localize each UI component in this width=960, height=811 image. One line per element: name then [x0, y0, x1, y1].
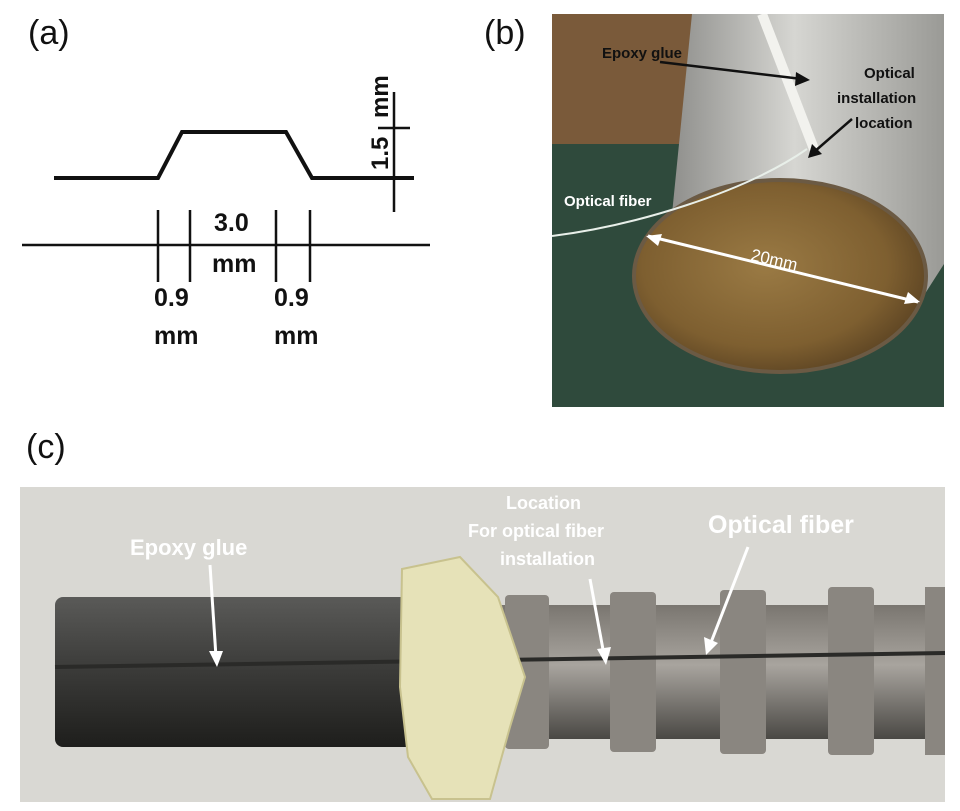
label-location-c-line3: installation — [500, 549, 595, 569]
rod-groove — [757, 14, 819, 151]
diameter-arrowhead-left — [646, 234, 662, 246]
install-arrow-b — [813, 118, 853, 153]
top-width-unit: mm — [212, 250, 256, 278]
photo-c-rod-side-view: Epoxy glue Location For optical fiber in… — [20, 487, 945, 802]
location-arrow-c — [588, 578, 606, 656]
rod-cross-section — [632, 178, 928, 374]
diameter-arrowhead-right — [904, 292, 920, 304]
right-slope-unit: mm — [274, 322, 318, 350]
left-slope-value: 0.9 — [154, 284, 189, 312]
rib-5 — [925, 587, 945, 755]
fiber-arrowhead-c — [704, 637, 718, 655]
epoxy-blob — [398, 555, 527, 800]
height-value: 1.5 — [367, 137, 394, 170]
height-unit: mm — [367, 75, 394, 118]
label-fiber-b: Optical fiber — [564, 193, 652, 210]
label-epoxy-c: Epoxy glue — [130, 535, 247, 560]
rib-4 — [828, 587, 874, 755]
optical-fiber-line — [552, 148, 808, 237]
panel-c-label: (c) — [26, 428, 66, 466]
top-width-value: 3.0 — [214, 209, 249, 237]
location-arrowhead-c — [597, 647, 611, 665]
rib-2 — [610, 592, 656, 752]
rib-3 — [720, 590, 766, 754]
panel-a-label: (a) — [28, 14, 70, 52]
epoxy-arrowhead-b — [795, 72, 810, 86]
rib-profile-line — [54, 130, 414, 180]
rib-profile-diagram: 3.0 mm 0.9 mm 0.9 mm 1.5 mm — [22, 75, 430, 350]
right-slope-value: 0.9 — [274, 284, 309, 312]
panel-b-label: (b) — [484, 14, 526, 52]
fiber-arrow-c — [708, 546, 750, 646]
epoxy-arrow-c — [208, 564, 218, 658]
epoxy-arrowhead-c — [209, 651, 223, 667]
label-location-c-line2: For optical fiber — [468, 521, 604, 541]
label-location-c-line1: Location — [506, 493, 581, 513]
label-install-b-line3: location — [855, 115, 913, 132]
label-fiber-c: Optical fiber — [708, 511, 854, 539]
install-arrowhead-b — [808, 144, 822, 158]
epoxy-arrow-b — [659, 60, 803, 81]
label-epoxy-b: Epoxy glue — [602, 45, 682, 62]
label-install-b-line1: Optical — [864, 65, 915, 82]
rod-smooth-section — [55, 597, 415, 747]
rib-1 — [505, 595, 549, 749]
left-slope-unit: mm — [154, 322, 198, 350]
label-install-b-line2: installation — [837, 90, 916, 107]
diameter-arrow — [647, 234, 919, 304]
photo-b-rod-cross-section: Epoxy glue Optical installation location… — [552, 14, 944, 407]
